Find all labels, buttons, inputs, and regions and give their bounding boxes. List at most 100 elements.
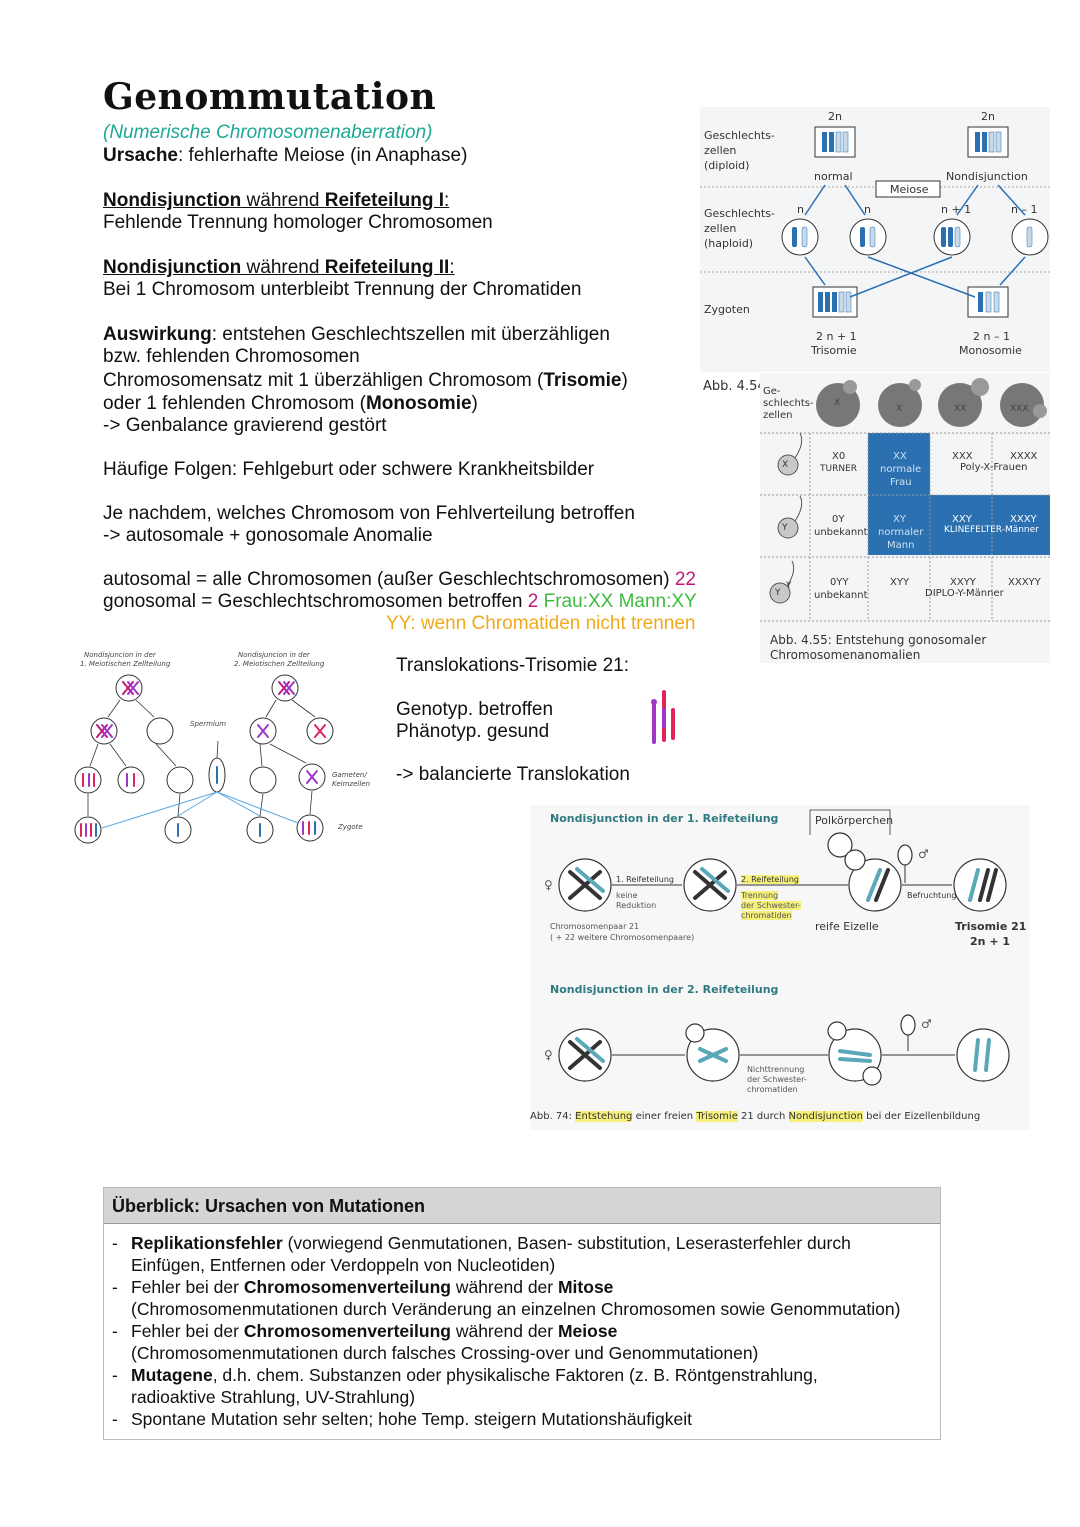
nd1-heading: Nondisjunction während Reifeteilung I: xyxy=(103,190,449,213)
nd2-phase: Reifeteilung II xyxy=(324,257,450,278)
fig74-reife-eizelle: reife Eizelle xyxy=(815,920,879,933)
fig74-paar2: ( + 22 weitere Chromosomenpaare) xyxy=(550,933,695,942)
effect-line4: oder 1 fehlenden Chromosom (Monosomie) xyxy=(103,393,478,416)
fig454-2n-b: 2n xyxy=(981,110,995,123)
effect-text4c: ) xyxy=(471,393,478,414)
male-icon: ♂ xyxy=(918,847,929,861)
item-mid: während der xyxy=(450,1321,558,1341)
fig455-r3-0yy: 0YY xyxy=(830,577,849,588)
item-text2: radioaktive Strahlung, UV-Strahlung) xyxy=(131,1387,416,1407)
sex-chromosomes: Frau:XX Mann:XY xyxy=(538,591,697,612)
fig74-caption-a: Abb. 74: xyxy=(530,1111,576,1122)
effect-text3a: Chromosomensatz mit 1 überzähligen Chrom… xyxy=(103,370,544,391)
fig74-reduktion: Reduktion xyxy=(616,901,657,910)
item-bold: Chromosomenverteilung xyxy=(243,1277,451,1297)
transloc-balanced: -> balancierte Translokation xyxy=(396,764,630,785)
fig455-rowY2a: Y xyxy=(775,588,781,598)
hand-zygote: Zygote xyxy=(337,823,363,831)
list-item: Mutagene, d.h. chem. Substanzen oder phy… xyxy=(104,1364,940,1408)
female-icon: ♀ xyxy=(544,878,553,892)
nd2-text: Bei 1 Chromosom unterbleibt Trennung der… xyxy=(103,279,582,300)
list-item: Spontane Mutation sehr selten; hohe Temp… xyxy=(104,1408,940,1430)
fig455-schl: schlechts- xyxy=(763,398,814,409)
fig455-r1-x0: X0 xyxy=(832,451,846,462)
transloc-geno: Genotyp. betroffen xyxy=(396,699,554,720)
fig454-monosomy: Monosomie xyxy=(959,344,1022,357)
fig455-caption1: Abb. 4.55: Entstehung gonosomaler xyxy=(770,633,987,647)
fig455-r1-xx: XX xyxy=(893,451,907,462)
gonosomal-text: gonosomal = Geschlechtschromosomen betro… xyxy=(103,591,528,612)
effect-line2: bzw. fehlenden Chromosomen xyxy=(103,346,360,367)
hand-sperm: Spermium xyxy=(190,720,226,728)
item-bold2: Meiose xyxy=(557,1321,618,1341)
fig74-trennung-text: Trennung xyxy=(741,891,779,900)
transloc-pheno: Phänotyp. gesund xyxy=(396,721,550,742)
hand-label2b: 2. Meiotischen Zellteilung xyxy=(234,660,325,668)
fig454-monosomy-formula: 2 n – 1 xyxy=(973,330,1010,343)
dep-line1: Je nachdem, welches Chromosom von Fehlve… xyxy=(103,503,635,524)
fig74-r2: 2. Reifeteilung xyxy=(741,875,799,884)
fig454-caption: Abb. 4.54 xyxy=(703,379,766,394)
page-title: Genommutation xyxy=(103,76,437,118)
nd1-mid: während xyxy=(241,190,325,211)
item-text2: (Chromosomenmutationen durch falsches Cr… xyxy=(131,1343,759,1363)
fig454-row2: Geschlechts- xyxy=(704,207,775,220)
fig454-normal: normal xyxy=(814,170,853,183)
item-bold: Replikationsfehler xyxy=(131,1233,283,1253)
overview-box: Überblick: Ursachen von Mutationen Repli… xyxy=(103,1187,941,1440)
hand-gametes2: Keimzellen xyxy=(332,780,370,788)
fig74-heading1: Nondisjunction in der 1. Reifeteilung xyxy=(550,812,779,825)
handdrawn-nondisjunction-diagram: Nondisjuncion in der 1. Meiotischen Zell… xyxy=(74,651,370,844)
fig455-r3-xxyy: XXYY xyxy=(950,577,976,588)
fig455-r1-polyx: Poly-X-Frauen xyxy=(960,462,1028,473)
fig454-row1c: (diploid) xyxy=(704,159,750,172)
fig455-r2-mann: Mann xyxy=(887,540,915,551)
fig74-chrom: chromatiden xyxy=(741,911,792,920)
item-text2: (Chromosomenmutationen durch Veränderung… xyxy=(131,1299,901,1319)
fig454-row3: Zygoten xyxy=(704,303,750,316)
figure-4-55: Ge- schlechts- zellen X X XX XXX X Y Y Y… xyxy=(760,373,1050,663)
cause-label: Ursache xyxy=(103,145,178,166)
fig455-top2: X xyxy=(896,404,903,414)
nd2-heading: Nondisjunction während Reifeteilung II: xyxy=(103,257,455,280)
fig74-heading2: Nondisjunction in der 2. Reifeteilung xyxy=(550,983,779,996)
fig455-r1-normale: normale xyxy=(880,464,922,475)
fig455-r2-unbekannt: unbekannt xyxy=(814,527,868,538)
fig74-trisomie-formula: 2n + 1 xyxy=(970,935,1011,948)
cause-text: : fehlerhafte Meiose (in Anaphase) xyxy=(178,145,468,166)
transloc-title: Translokations-Trisomie 21: xyxy=(396,655,630,676)
female-icon-2: ♀ xyxy=(544,1048,553,1062)
fig74-caption-b: Entstehung xyxy=(575,1111,633,1122)
fig454-n4: n – 1 xyxy=(1011,203,1038,216)
fig454-row2b: zellen xyxy=(704,222,737,235)
fig455-r3-xyy: XYY xyxy=(890,577,910,588)
overview-list: Replikationsfehler (vorwiegend Genmutati… xyxy=(104,1232,940,1430)
nd1-term: Nondisjunction xyxy=(103,190,242,211)
fig455-r1-turner: TURNER xyxy=(820,464,858,474)
fig455-zellen: zellen xyxy=(763,410,793,421)
hand-label2a: Nondisjuncion in der xyxy=(238,651,311,659)
fig455-rowX: X xyxy=(782,460,789,470)
effect-line3: Chromosomensatz mit 1 überzähligen Chrom… xyxy=(103,370,628,393)
item-mid: während der xyxy=(450,1277,558,1297)
list-item: Replikationsfehler (vorwiegend Genmutati… xyxy=(104,1232,940,1276)
item-text: (vorwiegend Genmutationen, Basen- substi… xyxy=(282,1233,851,1253)
gonosomal-line: gonosomal = Geschlechtschromosomen betro… xyxy=(103,591,697,614)
fig74-nicht3: chromatiden xyxy=(747,1085,798,1094)
fig74-caption-c: einer freien xyxy=(632,1111,697,1122)
fig74-nicht: Nichttrennung xyxy=(747,1065,805,1074)
nd2-term: Nondisjunction xyxy=(103,257,242,278)
fig74-paar: Chromosomenpaar 21 xyxy=(550,922,640,931)
fig454-trisomy: Trisomie xyxy=(811,344,857,357)
monosomie-term: Monosomie xyxy=(365,393,472,414)
fig454-2n-a: 2n xyxy=(828,110,842,123)
item-bold: Mutagene xyxy=(131,1365,213,1385)
item-text2: Einfügen, Entfernen oder Verdoppeln von … xyxy=(131,1255,556,1275)
fig455-r3-unbekannt: unbekannt xyxy=(814,590,868,601)
autosomal-line: autosomal = alle Chromosomen (außer Gesc… xyxy=(103,569,696,592)
fig74-schw: der Schwester- xyxy=(741,901,801,910)
fig454-nondisjunction: Nondisjunction xyxy=(946,170,1028,183)
yy-note: YY: wenn Chromatiden nicht trennen xyxy=(386,613,696,634)
fig455-r3-diploy: DIPLO-Y-Männer xyxy=(925,588,1004,599)
fig455-top1: X xyxy=(834,398,841,408)
